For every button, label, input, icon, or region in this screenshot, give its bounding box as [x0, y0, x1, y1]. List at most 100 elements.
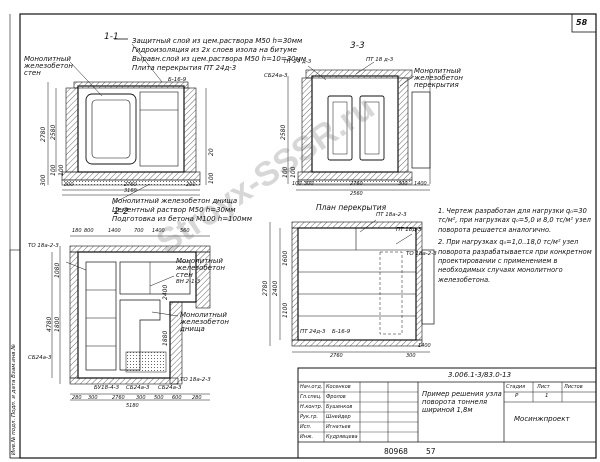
dim-1-1-bottom-3: 3160 — [124, 188, 137, 194]
plan-mark-2: ТО 18а-2-3 — [406, 251, 437, 257]
layer-1: Защитный слой из цем.раствора М50 h=30мм — [132, 37, 303, 45]
col-sheet-header: Лист — [537, 384, 550, 390]
plan-title: План перекрытия — [316, 203, 387, 212]
general-notes: 1. Чертеж разработан для нагрузки q₀=30 … — [438, 207, 594, 288]
dim-2-2-top-2: 1400 — [108, 228, 121, 234]
dim-1-1-left-1: 2580 — [50, 124, 57, 140]
dim-2-2-bottom-total: 5180 — [126, 403, 139, 409]
signer-role-1: Гл.спец. — [300, 394, 322, 400]
plan-dim-left-3: 1100 — [282, 302, 289, 318]
side-stamp-text: Инв.№ подл. Подп. и дата Взам.инв.№ — [11, 343, 17, 455]
section-2-2-label-0: Монолитный железобетон стен — [176, 257, 225, 279]
section-3-3-right-label: Монолитный железобетон перекрытия — [414, 67, 463, 89]
dim-1-1-right-1: 100 — [208, 172, 215, 184]
signer-name-1: Фролов — [326, 394, 346, 400]
section-3-3-title: 3-3 — [350, 41, 365, 51]
dim-1-1-right-0: 20 — [208, 148, 215, 156]
dim-1-1-left-3: 100 — [58, 164, 65, 176]
dim-2-2-top-5: 560 — [180, 228, 190, 234]
dim-2-2-top-1: 800 — [84, 228, 94, 234]
section-1-1-title: 1-1 — [104, 32, 119, 42]
plan-dim-bottom-1: 300 — [406, 353, 416, 359]
plan-dim-left-0: 2780 — [262, 280, 269, 296]
plan-mark-1: ПТ 18д-3 — [396, 227, 422, 233]
dim-3-3-bottom-total: 2560 — [350, 191, 363, 197]
col-sheets-header: Листов — [564, 384, 583, 390]
dim-2-2-top-3: 700 — [134, 228, 144, 234]
stage-value: Р — [515, 393, 519, 399]
signer-role-0: Нач.отд. — [300, 384, 323, 390]
signer-role-4: Исп. — [300, 424, 312, 430]
dim-2-2-bottom-3: 300 — [136, 395, 146, 401]
title-block-frame — [297, 367, 597, 459]
section-2-2-mark-left-0: ТО 18а-2-3 — [28, 243, 59, 249]
signer-name-3: Шнейдер — [326, 414, 351, 420]
section-2-2-label-1: ВН 2-1-3 — [176, 279, 201, 285]
document-code: 3.006.1-3/83.0-13 — [448, 371, 512, 379]
dim-3-3-bottom-0: 100 — [292, 181, 302, 187]
section-2-2-bottom-mark-1: СБ24а-3 — [126, 385, 150, 391]
dim-1-1-bottom-1: 2760 — [124, 182, 137, 188]
signer-role-2: Н.контр. — [300, 404, 323, 410]
section-2-2-title: 2-2 — [114, 207, 129, 217]
section-3-3-mark-top: ПТ 18 д-3 — [366, 57, 394, 63]
plan-dim-left-1: 2400 — [272, 280, 279, 296]
plan-mark-3: Б-16-9 — [332, 329, 351, 335]
dim-2-2-left-0: 1080 — [54, 262, 61, 278]
dim-2-2-top-0: 180 — [72, 228, 82, 234]
col-stage-header: Стадия — [506, 384, 526, 390]
layer-4: Плита перекрытия ПТ 24д-3 — [132, 64, 237, 72]
plan-mark-4: ПТ 24д-3 — [300, 329, 326, 335]
layer-3: Выравн.слой из цем.раствора М50 h=10=30м… — [132, 55, 307, 63]
plan-dim-bottom-2: 1400 — [418, 343, 431, 349]
dim-3-3-bottom-1: 300 — [304, 181, 314, 187]
dim-2-2-bottom-1: 300 — [88, 395, 98, 401]
dim-3-3-bottom-3: 300 — [398, 181, 408, 187]
section-2-2-mark-left-1: СБ24а-3 — [28, 355, 52, 361]
dim-2-2-bottom-6: 280 — [192, 395, 202, 401]
block-mark: Б-16-9 — [168, 77, 187, 83]
dim-1-1-left-4: 300 — [40, 174, 47, 186]
dim-1-1-left-2: 100 — [50, 164, 57, 176]
signer-name-2: Бушенков — [326, 404, 353, 410]
dim-3-3-bottom-4: 1400 — [414, 181, 427, 187]
dim-2-2-left-4: 2400 — [162, 284, 169, 300]
layer-2: Гидроизоляция из 2х слоев изола на битум… — [132, 46, 297, 54]
signer-name-0: Косенков — [326, 384, 351, 390]
dim-2-2-bottom-0: 280 — [72, 395, 82, 401]
dim-2-2-left-1: 4780 — [46, 316, 53, 332]
note-1: 1. Чертеж разработан для нагрузки q₀=30 … — [438, 207, 591, 234]
signer-role-3: Рук.гр. — [300, 414, 318, 420]
organization: Мосинжпроект — [514, 415, 570, 423]
dim-2-2-top-4: 1400 — [152, 228, 165, 234]
plan-dim-bottom-0: 2760 — [330, 353, 343, 359]
plan-dim-left-2: 1600 — [282, 250, 289, 266]
dim-3-3-bottom-2: 2760 — [350, 181, 363, 187]
signer-name-4: Игнатьев — [326, 424, 351, 430]
note-2: 2. При нагрузках q₀=1,0..18,0 тс/м² узел… — [438, 238, 592, 284]
plan-drawing — [269, 219, 435, 353]
signer-role-5: Инж. — [300, 434, 314, 440]
bottom-label-1: Монолитный железобетон днища — [112, 197, 238, 205]
bottom-label-2: Цементный раствор М50 h=30мм — [112, 206, 236, 214]
page-number: 58 — [576, 18, 588, 27]
dim-2-2-bottom-2: 2760 — [112, 395, 125, 401]
dim-3-3-left-1: 100 — [290, 166, 297, 178]
page-number-box — [571, 13, 597, 33]
section-3-3-mark-left-1: ПТ 24 д-3 — [284, 59, 312, 65]
copy-number: 57 — [426, 447, 436, 456]
inventory-number: 80968 — [384, 447, 408, 456]
section-2-2-bottom-mark-2: СБ24а-3 — [158, 385, 182, 391]
dim-2-2-bottom-5: 600 — [172, 395, 182, 401]
bottom-label-3: Подготовка из бетона М100 h=100мм — [112, 215, 252, 223]
dim-3-3-left-0: 2580 — [280, 124, 287, 140]
section-2-2-label-2: Монолитный железобетон днища — [180, 311, 229, 333]
plan-mark-0: ПТ 18а-2-3 — [376, 212, 407, 218]
dim-2-2-left-3: 1880 — [162, 330, 169, 346]
section-3-3-mark-left-0: СБ24а-3 — [264, 73, 288, 79]
dim-2-2-left-2: 1800 — [54, 316, 61, 332]
signer-name-5: Кудрявцева — [326, 434, 358, 440]
section-1-1-wall-label: Монолитный железобетон стен — [24, 55, 73, 77]
sheet-value: 1 — [545, 393, 549, 399]
